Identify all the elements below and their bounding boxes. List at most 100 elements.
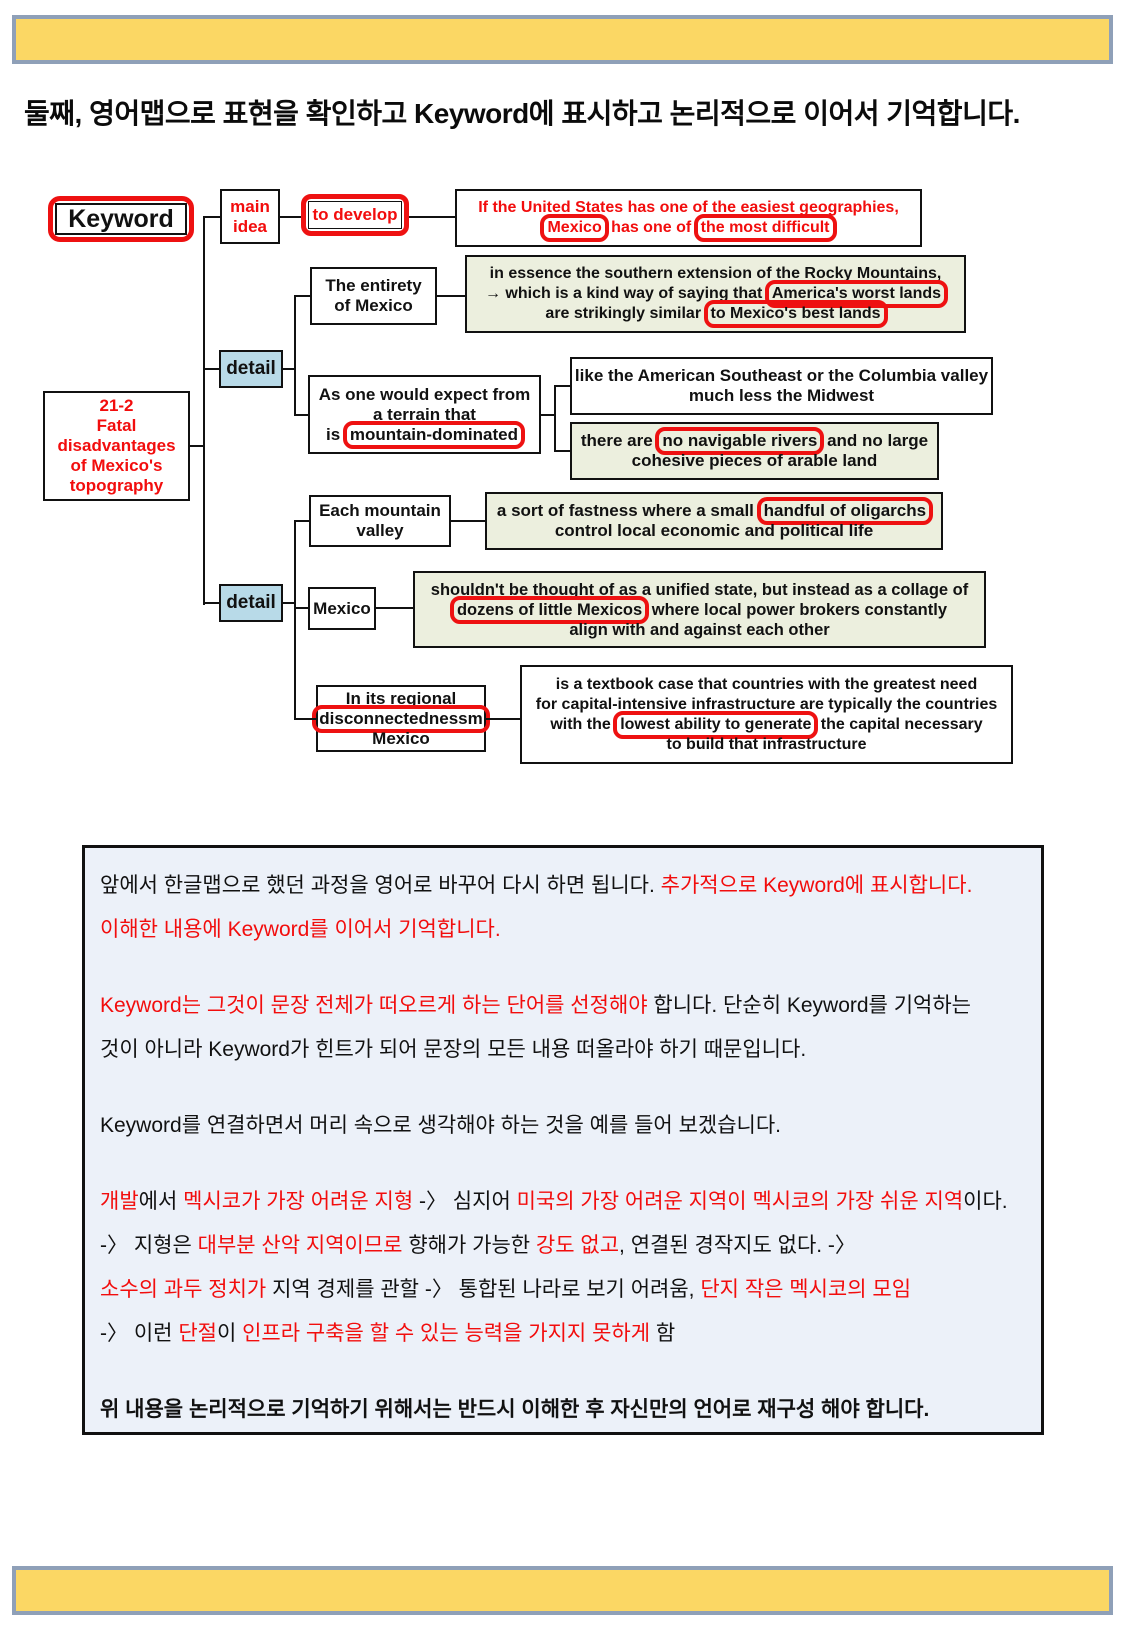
panel-line: 개발에서 멕시코가 가장 어려운 지형 -〉 심지어 미국의 가장 어려운 지역…: [100, 1190, 1008, 1213]
connector-line: [280, 216, 301, 218]
node-text-line: disadvantages: [57, 436, 176, 455]
connector-line: [296, 607, 308, 609]
node-text-line: detail: [226, 592, 276, 613]
panel-line: 앞에서 한글맵으로 했던 과정을 영어로 바꾸어 다시 하면 됩니다. 추가적으…: [100, 874, 973, 897]
bottom-yellow-band: [12, 1566, 1113, 1615]
node-text-line: idea: [232, 216, 268, 236]
connector-line: [556, 450, 570, 452]
node-mexico: Mexico: [308, 587, 376, 630]
node-text-line: align with and against each other: [569, 620, 830, 639]
connector-line: [376, 607, 413, 609]
explanation-panel: 앞에서 한글맵으로 했던 과정을 영어로 바꾸어 다시 하면 됩니다. 추가적으…: [82, 845, 1044, 1435]
node-text-line: Fatal: [96, 416, 137, 435]
connector-line: [296, 520, 309, 522]
connector-line: [205, 602, 219, 604]
panel-paragraph: Keyword를 연결하면서 머리 속으로 생각해야 하는 것을 예를 들어 보…: [100, 1104, 1026, 1148]
connector-line: [541, 414, 555, 416]
node-text-line: there are no navigable rivers and no lar…: [581, 427, 928, 455]
node-text-line: topography: [69, 476, 164, 495]
node-text-line: much less the Midwest: [688, 386, 875, 405]
connector-line: [556, 385, 570, 387]
connector-line: [294, 295, 296, 416]
node-text-line: If the United States has one of the easi…: [478, 199, 899, 216]
node-text-line: of Mexico's: [70, 456, 163, 475]
panel-line: 소수의 과두 정치가 지역 경제를 관할 -〉 통합된 나라로 보기 어려움, …: [100, 1278, 912, 1301]
keyword-root-label: Keyword: [55, 203, 187, 235]
connector-line: [205, 216, 220, 218]
node-text-line: → which is a kind way of saying that Ame…: [485, 280, 949, 308]
node-text-line: a sort of fastness where a small handful…: [497, 497, 934, 525]
connector-line: [296, 295, 310, 297]
node-text-line: main: [230, 196, 270, 216]
node-text-line: Mexico: [313, 598, 371, 618]
node-detail-1: detail: [219, 350, 283, 388]
panel-paragraph: Keyword는 그것이 문장 전체가 떠오르게 하는 단어를 선정해야 합니다…: [100, 984, 1026, 1072]
keyword-highlight: dozens of little Mexicos: [449, 595, 650, 624]
node-southern-extension: in essence the southern extension of the…: [465, 255, 966, 333]
panel-line: -〉 지형은 대부분 산악 지역이므로 향해가 가능한 강도 없고, 연결된 경…: [100, 1234, 856, 1257]
node-handful-of-oligarchs: a sort of fastness where a small handful…: [485, 492, 943, 550]
node-text-line: like the American Southeast or the Colum…: [574, 366, 989, 385]
keyword-highlight: to Mexico's best lands: [703, 300, 888, 328]
connector-line: [486, 718, 520, 720]
connector-line: [554, 385, 556, 452]
keyword-highlight: America's worst lands: [764, 280, 949, 308]
keyword-highlight: no navigable rivers: [655, 427, 825, 455]
node-text-line: As one would expect from: [318, 384, 531, 404]
node-text-line: In its regional: [345, 688, 457, 708]
panel-line: -〉 이런 단절이 인프라 구축을 할 수 있는 능력을 가지지 못하게 함: [100, 1322, 676, 1345]
connector-line: [189, 445, 205, 447]
node-text-line: for capital-intensive infrastructure are…: [535, 695, 998, 713]
panel-line: 이해한 내용에 Keyword를 이어서 기억합니다.: [100, 918, 501, 941]
node-text-line: shouldn't be thought of as a unified sta…: [430, 580, 969, 599]
keyword-highlight: handful of oligarchs: [756, 497, 934, 525]
node-text-line: control local economic and political lif…: [554, 521, 874, 540]
node-text-line: 21-2: [99, 396, 134, 415]
node-american-southeast: like the American Southeast or the Colum…: [570, 357, 993, 415]
node-text-line: valley: [356, 521, 404, 540]
connector-line: [409, 216, 455, 218]
panel-line: 위 내용을 논리적으로 기억하기 위해서는 반드시 이해한 후 자신만의 언어로…: [100, 1398, 930, 1421]
panel-paragraph: 위 내용을 논리적으로 기억하기 위해서는 반드시 이해한 후 자신만의 언어로…: [100, 1388, 1026, 1432]
connector-line: [283, 368, 295, 370]
node-text-line: are strikingly similar to Mexico's best …: [545, 300, 888, 328]
keyword-root-box: Keyword: [48, 196, 194, 242]
to-develop-label: to develop: [308, 201, 402, 229]
top-yellow-band: [12, 15, 1113, 64]
connector-line: [203, 216, 205, 605]
panel-paragraph: 개발에서 멕시코가 가장 어려운 지형 -〉 심지어 미국의 가장 어려운 지역…: [100, 1180, 1026, 1356]
panel-line: 것이 아니라 Keyword가 힌트가 되어 문장의 모든 내용 떠올라야 하기…: [100, 1038, 807, 1061]
connector-line: [294, 520, 296, 720]
node-text-line: to build that infrastructure: [666, 735, 867, 753]
panel-line: Keyword는 그것이 문장 전체가 떠오르게 하는 단어를 선정해야 합니다…: [100, 994, 971, 1017]
node-text-line: Mexico: [372, 728, 430, 748]
panel-paragraph: 앞에서 한글맵으로 했던 과정을 영어로 바꾸어 다시 하면 됩니다. 추가적으…: [100, 864, 1026, 952]
node-text-line: a terrain that: [373, 404, 476, 424]
node-text-line: is a textbook case that countries with t…: [555, 675, 978, 693]
node-text-line: is mountain-dominated: [326, 420, 525, 449]
keyword-highlight: Mexico: [540, 214, 609, 242]
keyword-highlight: the most difficult: [693, 214, 837, 242]
node-text-line: detail: [226, 358, 276, 379]
node-text-line: dozens of little Mexicos where local pow…: [449, 595, 947, 624]
connector-line: [296, 718, 316, 720]
node-text-line: in essence the southern extension of the…: [489, 265, 942, 282]
node-text-line: with the lowest ability to generate the …: [550, 710, 983, 739]
node-textbook-case: is a textbook case that countries with t…: [520, 665, 1013, 764]
node-to-develop: to develop: [301, 194, 409, 236]
node-text-line: cohesive pieces of arable land: [631, 451, 878, 470]
keyword-highlight: lowest ability to generate: [613, 710, 819, 739]
node-no-navigable-rivers: there are no navigable rivers and no lar…: [570, 422, 939, 480]
node-text-line: disconnectednessm: [312, 704, 490, 733]
node-text-line: Mexico has one of the most difficult: [540, 214, 837, 242]
node-text-line: of Mexico: [334, 296, 413, 315]
node-text-line: Each mountain: [319, 501, 441, 520]
node-main-sentence: If the United States has one of the easi…: [455, 189, 922, 247]
